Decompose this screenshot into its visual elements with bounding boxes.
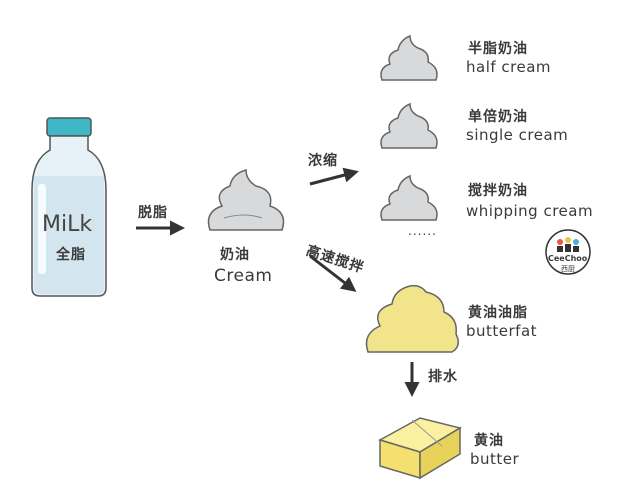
milk-bottle-icon <box>31 117 107 297</box>
ceechoo-logo <box>545 229 591 275</box>
milk-brand-label: MiLk <box>42 212 93 237</box>
whipping-cream-zh: 搅拌奶油 <box>468 183 528 199</box>
butterfat-icon <box>365 284 459 353</box>
single-cream-swirl-icon <box>380 102 438 149</box>
logo-sub: 西厨 <box>561 265 575 273</box>
arrow-concentrate <box>309 167 359 186</box>
butterfat-zh: 黄油油脂 <box>468 305 528 321</box>
whipping-cream-swirl-icon <box>380 174 438 221</box>
cream-zh-label: 奶油 <box>220 247 250 263</box>
cream-swirl-icon <box>207 169 285 231</box>
single-cream-zh: 单倍奶油 <box>468 109 528 125</box>
half-cream-en: half cream <box>466 58 552 76</box>
milk-type-label: 全脂 <box>56 247 86 263</box>
more-ellipsis: ...... <box>408 224 437 238</box>
arrow-whip <box>309 254 357 292</box>
step-concentrate-label: 浓缩 <box>308 153 338 169</box>
whipping-cream-en: whipping cream <box>466 202 594 220</box>
single-cream-en: single cream <box>466 126 569 144</box>
butter-zh: 黄油 <box>474 433 504 449</box>
butterfat-en: butterfat <box>466 322 538 340</box>
cream-en-label: Cream <box>214 266 273 286</box>
half-cream-swirl-icon <box>380 34 438 81</box>
step-drain-label: 排水 <box>428 369 458 385</box>
half-cream-zh: 半脂奶油 <box>468 41 528 57</box>
butter-en: butter <box>470 450 520 468</box>
logo-text: CeeChoo <box>548 254 588 263</box>
butter-block-icon <box>378 417 462 480</box>
step-skim-label: 脱脂 <box>138 205 168 221</box>
